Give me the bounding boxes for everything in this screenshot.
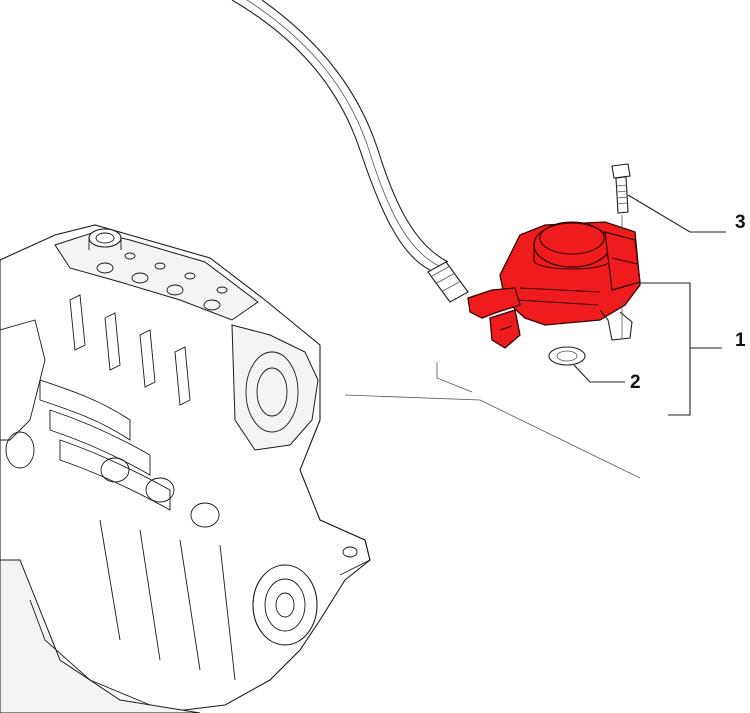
- exhaust-ports: [100, 457, 220, 528]
- cam-cover-holes: [96, 252, 228, 311]
- callout-3: 3: [735, 212, 746, 233]
- callout-leaders: [573, 194, 726, 416]
- manifold-runners: [39, 379, 171, 511]
- assembly-guide-lines: [344, 362, 641, 479]
- callout-2: 2: [630, 372, 641, 393]
- coil-packs: [69, 294, 191, 406]
- oil-separator-part: [467, 221, 641, 349]
- washer-part: [548, 346, 586, 366]
- bolt-part: [611, 163, 631, 232]
- breather-hose: [231, 0, 469, 303]
- engine-block: [0, 224, 371, 713]
- callout-1: 1: [735, 330, 746, 351]
